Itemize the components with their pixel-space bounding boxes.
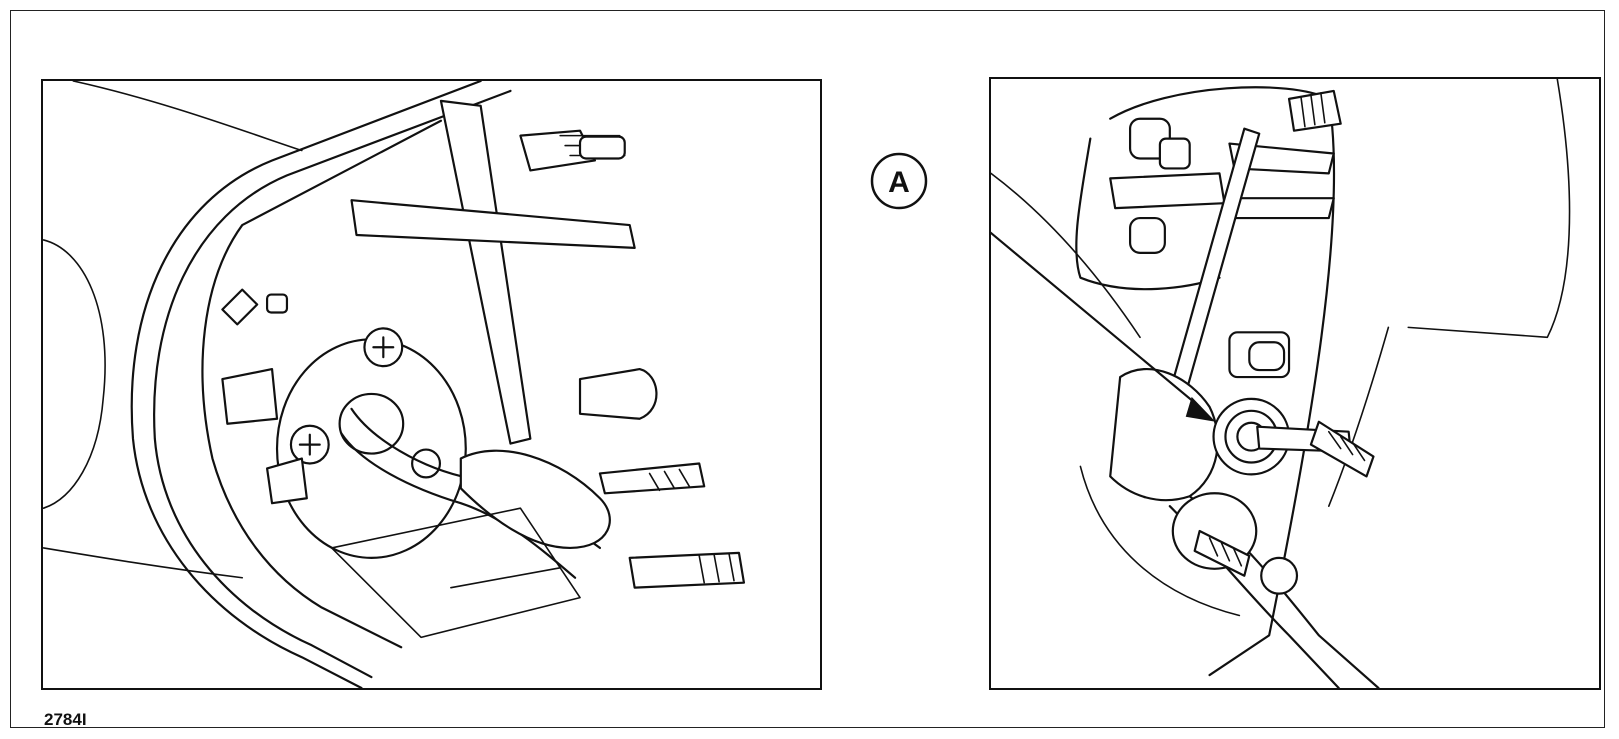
screw-upper (363, 327, 404, 368)
stud-right (1309, 420, 1375, 478)
screw-lower (289, 424, 330, 465)
pin-upper (350, 199, 636, 249)
right-illustration-panel (989, 77, 1601, 690)
callout-a-label: A (888, 166, 910, 199)
clip-right (578, 368, 658, 420)
figure-frame: A 2784I (10, 10, 1605, 729)
stud-lower (628, 551, 746, 589)
mirror-base-drawing (43, 81, 746, 688)
callout-a: A (870, 152, 928, 210)
stud-top (1287, 89, 1342, 132)
stud-middle (598, 462, 706, 495)
stud-bottom (1171, 492, 1258, 577)
left-illustration-panel (41, 79, 822, 690)
figure-code: 2784I (44, 710, 87, 729)
mirror-harness-detail-drawing (991, 79, 1571, 688)
stud-upper (519, 129, 626, 172)
